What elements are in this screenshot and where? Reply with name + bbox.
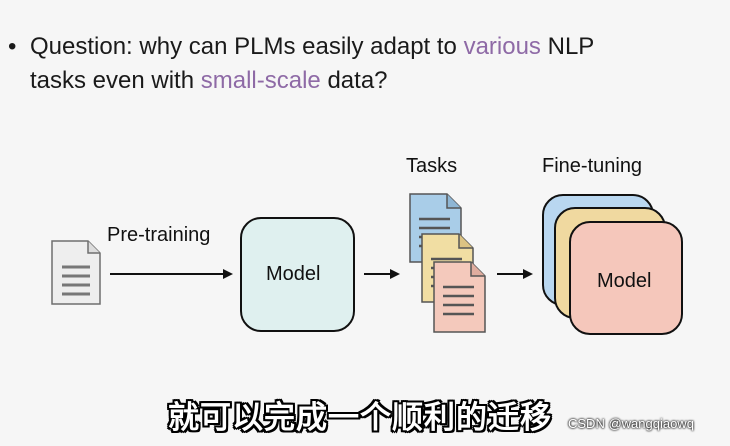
task-document-pink [433,261,486,333]
video-subtitle: 就可以完成一个顺利的迁移 [168,400,552,436]
input-document-icon [51,240,101,305]
tasks-label: Tasks [406,155,458,177]
task-documents-icon [409,193,486,333]
finetune-box-pink [569,221,683,335]
question-line-1: Question: why can PLMs easily adapt to v… [30,30,594,64]
question-line-2: tasks even with small-scale data? [30,64,388,98]
highlight-various: various [463,33,541,60]
finetuning-label: Fine-tuning [542,155,643,177]
csdn-watermark: CSDN @wangqiaowq [568,416,694,431]
question-line1-suffix: NLP [540,33,595,60]
question-line2-prefix: tasks even with [30,67,201,94]
model-box [240,217,355,332]
model-label: Model [266,263,321,285]
question-line1-prefix: Question: why can PLMs easily adapt to [30,33,464,60]
bullet: • [8,33,17,60]
finetuned-model-label: Model [597,270,652,292]
pretraining-label: Pre-training [107,224,211,246]
question-line2-suffix: data? [320,67,388,94]
highlight-small-scale: small-scale [200,67,321,94]
